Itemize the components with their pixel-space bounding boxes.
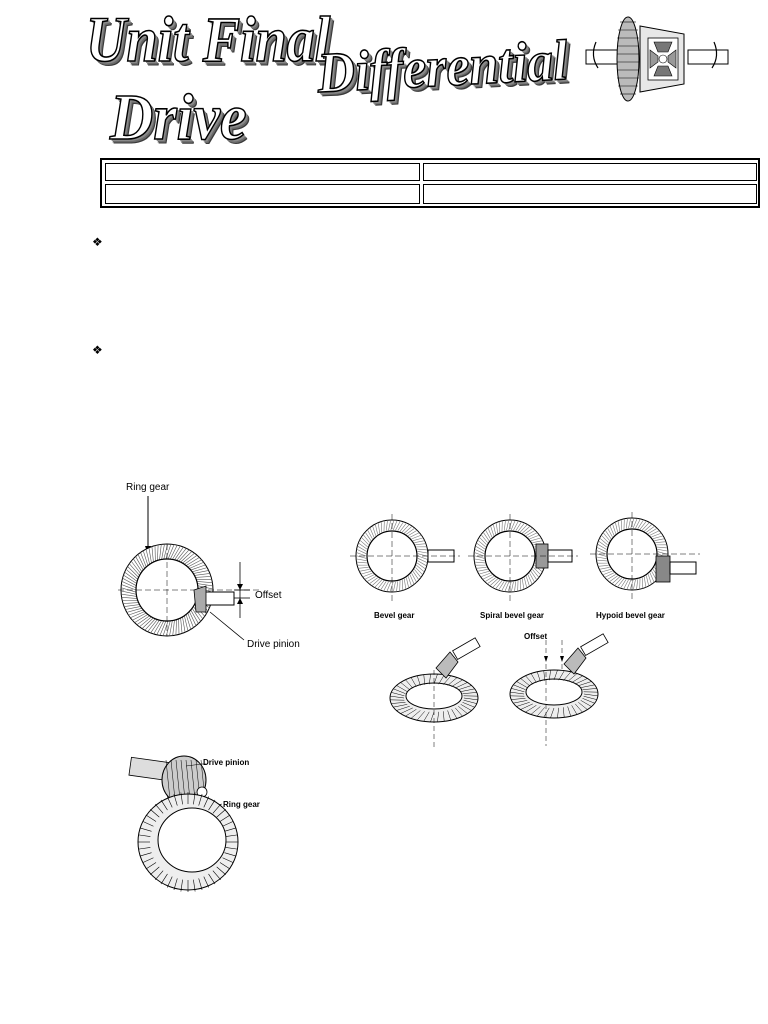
title-differential: Differential bbox=[315, 29, 570, 106]
info-table-cell bbox=[105, 163, 420, 181]
bullet-point: ❖ bbox=[92, 235, 103, 249]
title-drive: Drive bbox=[109, 80, 247, 154]
hypoid-set-perspective bbox=[509, 633, 609, 746]
spiral-bevel-gear-diagram bbox=[468, 514, 578, 602]
drive-pinion-label: Drive pinion bbox=[247, 639, 300, 650]
bevel-gear-label: Bevel gear bbox=[374, 611, 415, 620]
offset-label: Offset bbox=[255, 590, 282, 601]
title-unit-final: Unit Final bbox=[85, 4, 331, 76]
bevel-gear-diagram bbox=[350, 514, 460, 602]
hypoid-gear-figure bbox=[118, 496, 260, 641]
bevel-set-perspective bbox=[389, 637, 481, 750]
pinion-ring-figure bbox=[128, 755, 239, 892]
hypoid-bevel-gear-diagram bbox=[590, 512, 700, 602]
differential-illustration-icon bbox=[585, 16, 729, 102]
info-table-cell bbox=[105, 184, 420, 204]
info-table-cell bbox=[423, 163, 757, 181]
perspective-offset-label: Offset bbox=[524, 632, 548, 641]
worm-drive-pinion-label: Drive pinion bbox=[203, 758, 250, 767]
hypoid-bevel-gear-label: Hypoid bevel gear bbox=[596, 611, 665, 620]
perspective-gears-figure bbox=[389, 633, 609, 750]
spiral-bevel-gear-label: Spiral bevel gear bbox=[480, 611, 545, 620]
info-table bbox=[100, 158, 760, 208]
ring-gear-label: Ring gear bbox=[126, 482, 170, 493]
bullet-point: ❖ bbox=[92, 343, 103, 357]
worm-ring-gear-label: Ring gear bbox=[223, 800, 260, 809]
info-table-cell bbox=[423, 184, 757, 204]
gear-types-figure bbox=[350, 512, 700, 602]
